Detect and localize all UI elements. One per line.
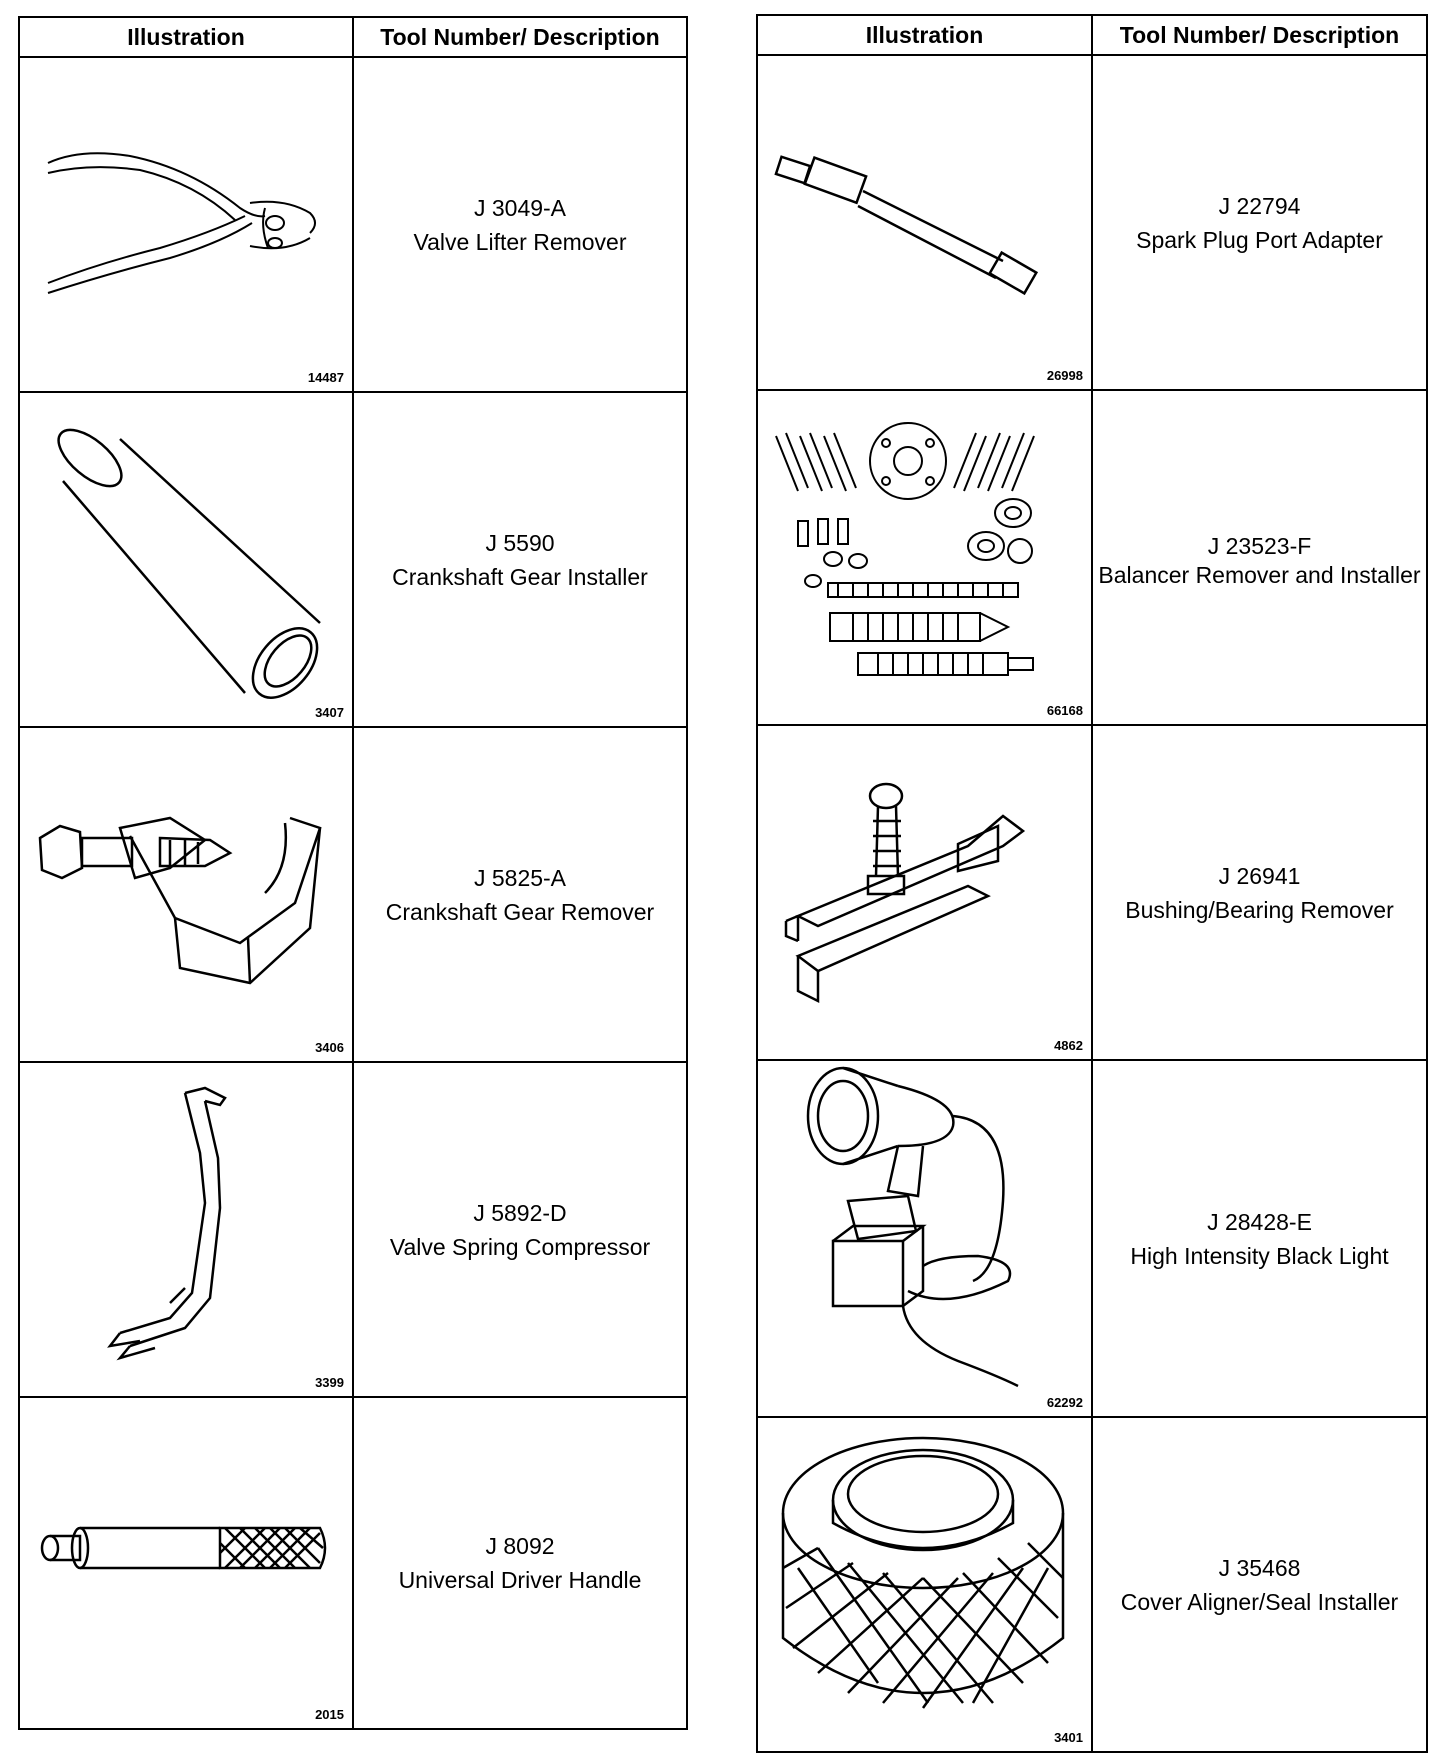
table-row: 26998 J 22794 Spark Plug Port Adapter: [756, 54, 1428, 391]
illustration-cell: 4862: [756, 724, 1093, 1061]
tool-description: Crankshaft Gear Installer: [392, 563, 648, 590]
table-row: 62292 J 28428-E High Intensity Black Lig…: [756, 1059, 1428, 1418]
tool-description: Cover Aligner/Seal Installer: [1120, 1588, 1399, 1615]
tool-description-cell: J 5825-A Crankshaft Gear Remover: [352, 726, 688, 1063]
illustration-cell: 3401: [756, 1416, 1093, 1753]
figure-number: 62292: [1046, 1395, 1083, 1410]
tool-description: Valve Spring Compressor: [389, 1233, 651, 1260]
tool-number: J 3049-A: [473, 194, 567, 221]
tool-number: J 5892-D: [473, 1199, 567, 1226]
figure-number: 3399: [315, 1375, 344, 1390]
tool-description: Spark Plug Port Adapter: [1136, 226, 1383, 253]
tool-description-cell: J 8092 Universal Driver Handle: [352, 1396, 688, 1730]
tool-number: J 35468: [1218, 1554, 1301, 1581]
figure-number: 3406: [315, 1040, 344, 1055]
pliers-icon: [47, 152, 316, 294]
tool-description-cell: J 23523-F Balancer Remover and Installer: [1091, 389, 1428, 726]
tool-number: J 5825-A: [473, 864, 567, 891]
figure-number: 14487: [307, 370, 344, 385]
illustration-cell: 3399: [18, 1061, 354, 1398]
table-row: 3401 J 35468 Cover Aligner/Seal Installe…: [756, 1416, 1428, 1753]
tool-description: Universal Driver Handle: [398, 1567, 642, 1593]
tool-number: J 28428-E: [1207, 1208, 1312, 1235]
tool-description-cell: J 26941 Bushing/Bearing Remover: [1091, 724, 1428, 1061]
illustration-cell: 3407: [18, 391, 354, 728]
tool-description-cell: J 22794 Spark Plug Port Adapter: [1091, 54, 1428, 391]
spring-compressor-icon: [107, 1086, 227, 1361]
tool-description: Valve Lifter Remover: [413, 228, 627, 255]
header-illustration: Illustration: [18, 16, 354, 58]
figure-number: 3401: [1054, 1730, 1083, 1745]
tool-description-cell: J 28428-E High Intensity Black Light: [1091, 1059, 1428, 1418]
tool-number: J 5590: [485, 529, 555, 556]
port-adapter-icon: [774, 155, 1039, 296]
tool-description: Balancer Remover and Installer: [1098, 561, 1421, 588]
tool-table-right: Illustration Tool Number/ Description 26…: [756, 14, 1428, 1753]
bushing-remover-icon: [784, 782, 1026, 1004]
header-tool-number: Tool Number/ Description: [352, 16, 688, 58]
tool-description: High Intensity Black Light: [1130, 1242, 1389, 1269]
table-row: 3399 J 5892-D Valve Spring Compressor: [18, 1061, 688, 1398]
figure-number: 26998: [1046, 368, 1083, 383]
illustration-cell: 66168: [756, 389, 1093, 726]
figure-number: 4862: [1054, 1038, 1083, 1053]
illustration-cell: 26998: [756, 54, 1093, 391]
seal-installer-icon: [781, 1436, 1065, 1709]
tool-number: J 22794: [1218, 192, 1301, 219]
header-tool-number: Tool Number/ Description: [1091, 14, 1428, 56]
illustration-cell: 62292: [756, 1059, 1093, 1418]
tool-number: J 23523-F: [1207, 532, 1312, 559]
illustration-cell: 14487: [18, 56, 354, 393]
tool-description: Crankshaft Gear Remover: [385, 898, 655, 925]
header-illustration: Illustration: [756, 14, 1093, 56]
balancer-kit-icon: [775, 422, 1035, 676]
table-row: 3406 J 5825-A Crankshaft Gear Remover: [18, 726, 688, 1063]
figure-number: 66168: [1046, 703, 1083, 718]
tool-description-cell: J 35468 Cover Aligner/Seal Installer: [1091, 1416, 1428, 1753]
table-row: 66168 J 23523-F Balancer Remover and Ins…: [756, 389, 1428, 726]
tool-description-cell: J 5590 Crankshaft Gear Installer: [352, 391, 688, 728]
illustration-cell: 2015: [18, 1396, 354, 1730]
illustration-cell: 3406: [18, 726, 354, 1063]
tool-description-cell: J 3049-A Valve Lifter Remover: [352, 56, 688, 393]
table-row: 4862 J 26941 Bushing/Bearing Remover: [756, 724, 1428, 1061]
tool-description-cell: J 5892-D Valve Spring Compressor: [352, 1061, 688, 1398]
table-row: 2015 J 8092 Universal Driver Handle: [18, 1396, 688, 1730]
table-row: 14487 J 3049-A Valve Lifter Remover: [18, 56, 688, 393]
black-light-icon: [806, 1066, 1019, 1388]
table-row: 3407 J 5590 Crankshaft Gear Installer: [18, 391, 688, 728]
tool-description: Bushing/Bearing Remover: [1125, 896, 1394, 923]
tool-number: J 26941: [1218, 862, 1301, 889]
tool-number: J 8092: [485, 1533, 555, 1559]
figure-number: 2015: [315, 1707, 344, 1722]
tool-table-left: Illustration Tool Number/ Description 14…: [18, 16, 688, 1730]
gear-puller-icon: [38, 816, 322, 985]
cylinder-sleeve-icon: [57, 428, 321, 699]
figure-number: 3407: [315, 705, 344, 720]
driver-handle-icon: [40, 1526, 327, 1570]
